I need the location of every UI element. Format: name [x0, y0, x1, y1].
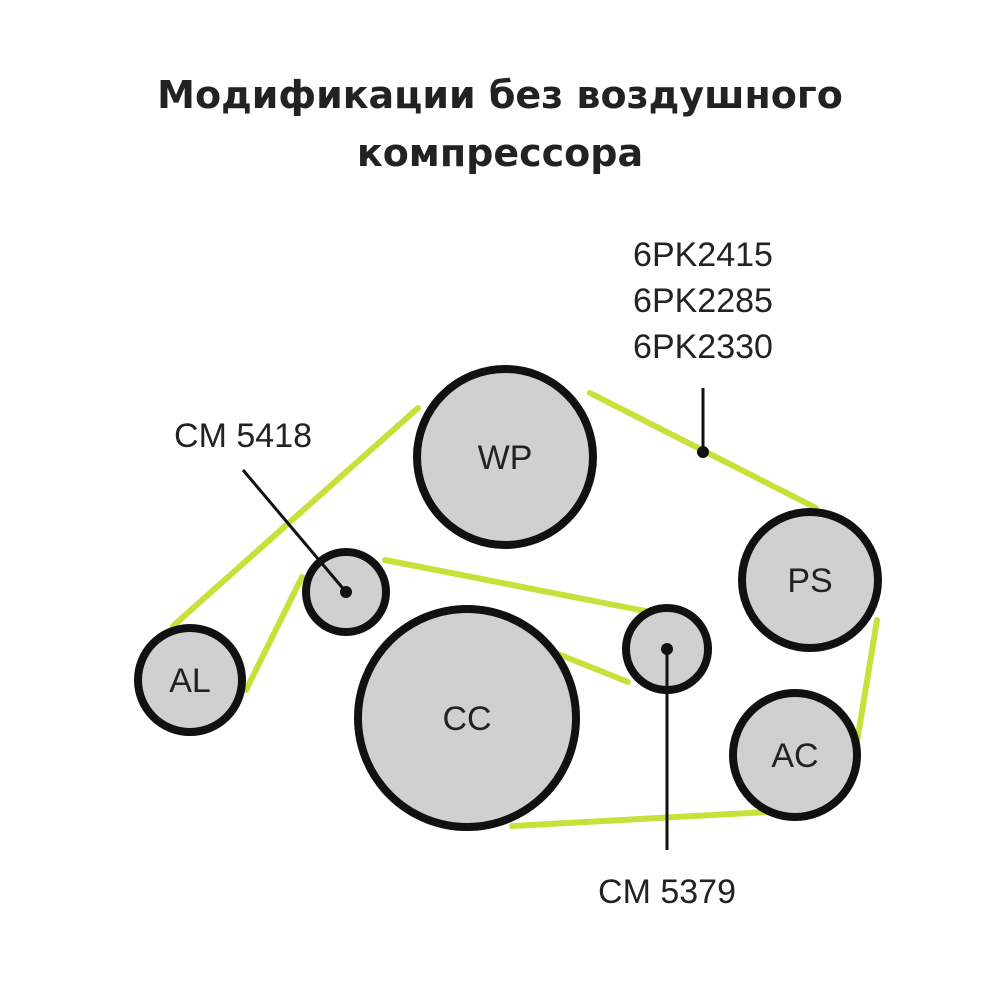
belt-callout-dot [697, 446, 709, 458]
tensioner-center-dot [340, 586, 352, 598]
cc-label: CC [442, 700, 491, 738]
tensioner-part-number: CM 5418 [174, 417, 312, 455]
belt-outer-run [170, 405, 421, 629]
diagram-title: Модификации без воздушного компрессора [60, 66, 940, 182]
idler-part-number: CM 5379 [598, 873, 736, 911]
ps-label: PS [787, 562, 832, 600]
title-line-1: Модификации без воздушного [157, 73, 843, 117]
belt-part-number-3: 6PK2330 [633, 328, 773, 366]
belt-part-number-1: 6PK2415 [633, 236, 773, 274]
power-steering-pulley [738, 508, 882, 652]
belt-part-number-2: 6PK2285 [633, 282, 773, 320]
belt-ac-to-ps [854, 617, 880, 745]
belt-al-return [243, 574, 305, 693]
al-label: AL [169, 662, 211, 700]
ac-compressor-pulley [729, 689, 861, 821]
belt-tensioner-to-idler [382, 557, 653, 615]
water-pump-pulley [413, 365, 597, 549]
crankshaft-pulley [354, 605, 580, 831]
title-line-2: компрессора [356, 131, 644, 175]
alternator-pulley [134, 624, 246, 736]
tensioner-leader-line [241, 469, 348, 593]
belt-idler-to-cc [555, 651, 631, 685]
belt-cc-to-ac [509, 809, 771, 829]
ac-label: AC [771, 737, 818, 775]
idler-center-dot [661, 643, 673, 655]
wp-label: WP [478, 439, 533, 477]
